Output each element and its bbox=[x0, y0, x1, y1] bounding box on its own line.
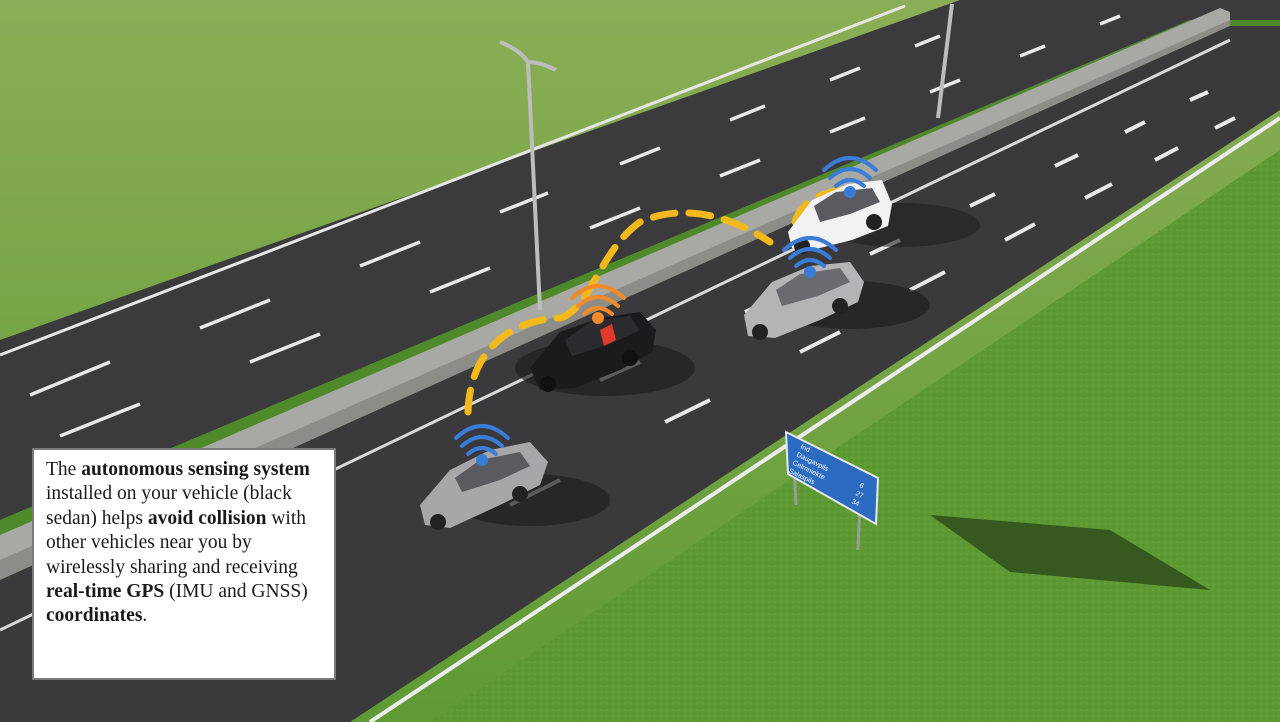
car-silver-sedan-rear bbox=[420, 442, 548, 530]
car-grey-sedan bbox=[744, 262, 864, 340]
sign-line-1: Ind bbox=[799, 444, 811, 455]
car-black-sedan bbox=[530, 312, 656, 392]
car-white-suv bbox=[788, 180, 892, 254]
grass-bottom-right bbox=[430, 150, 1280, 722]
caption-text-4: (IMU and GNSS) bbox=[164, 581, 308, 603]
sign-number-2: 27 bbox=[854, 490, 864, 500]
caption-text-1: The bbox=[46, 459, 82, 480]
street-light-2 bbox=[936, 3, 954, 119]
wifi-signal-icon bbox=[570, 284, 626, 324]
caption-text-3: with other vehicles near you by wireless… bbox=[46, 507, 307, 578]
sign-number-1: 6 bbox=[858, 482, 865, 490]
lane-dashes-upper bbox=[29, 14, 1121, 438]
caption-box: The autonomous sensing system installed … bbox=[32, 448, 336, 680]
sign-shadow bbox=[930, 515, 1210, 590]
street-light-1 bbox=[499, 40, 557, 311]
caption-text-2: installed on your vehicle (black sedan) … bbox=[46, 483, 292, 529]
road-upper bbox=[0, 0, 1280, 520]
wifi-signal-icon bbox=[454, 424, 510, 466]
sign-number-3: 34 bbox=[850, 498, 860, 508]
caption-bold-3: real-time GPS bbox=[46, 581, 165, 603]
road-sign: Ind Daugavpils Celmniekte Salaspils 6 27… bbox=[784, 430, 880, 551]
wifi-signal-icon bbox=[782, 236, 838, 278]
caption-text-5: . bbox=[142, 605, 148, 627]
caption-bold-1: autonomous sensing system bbox=[81, 459, 310, 480]
wifi-signal-icon bbox=[822, 156, 878, 198]
caption-bold-2: avoid collision bbox=[147, 507, 267, 529]
caption-bold-4: coordinates bbox=[46, 605, 143, 627]
